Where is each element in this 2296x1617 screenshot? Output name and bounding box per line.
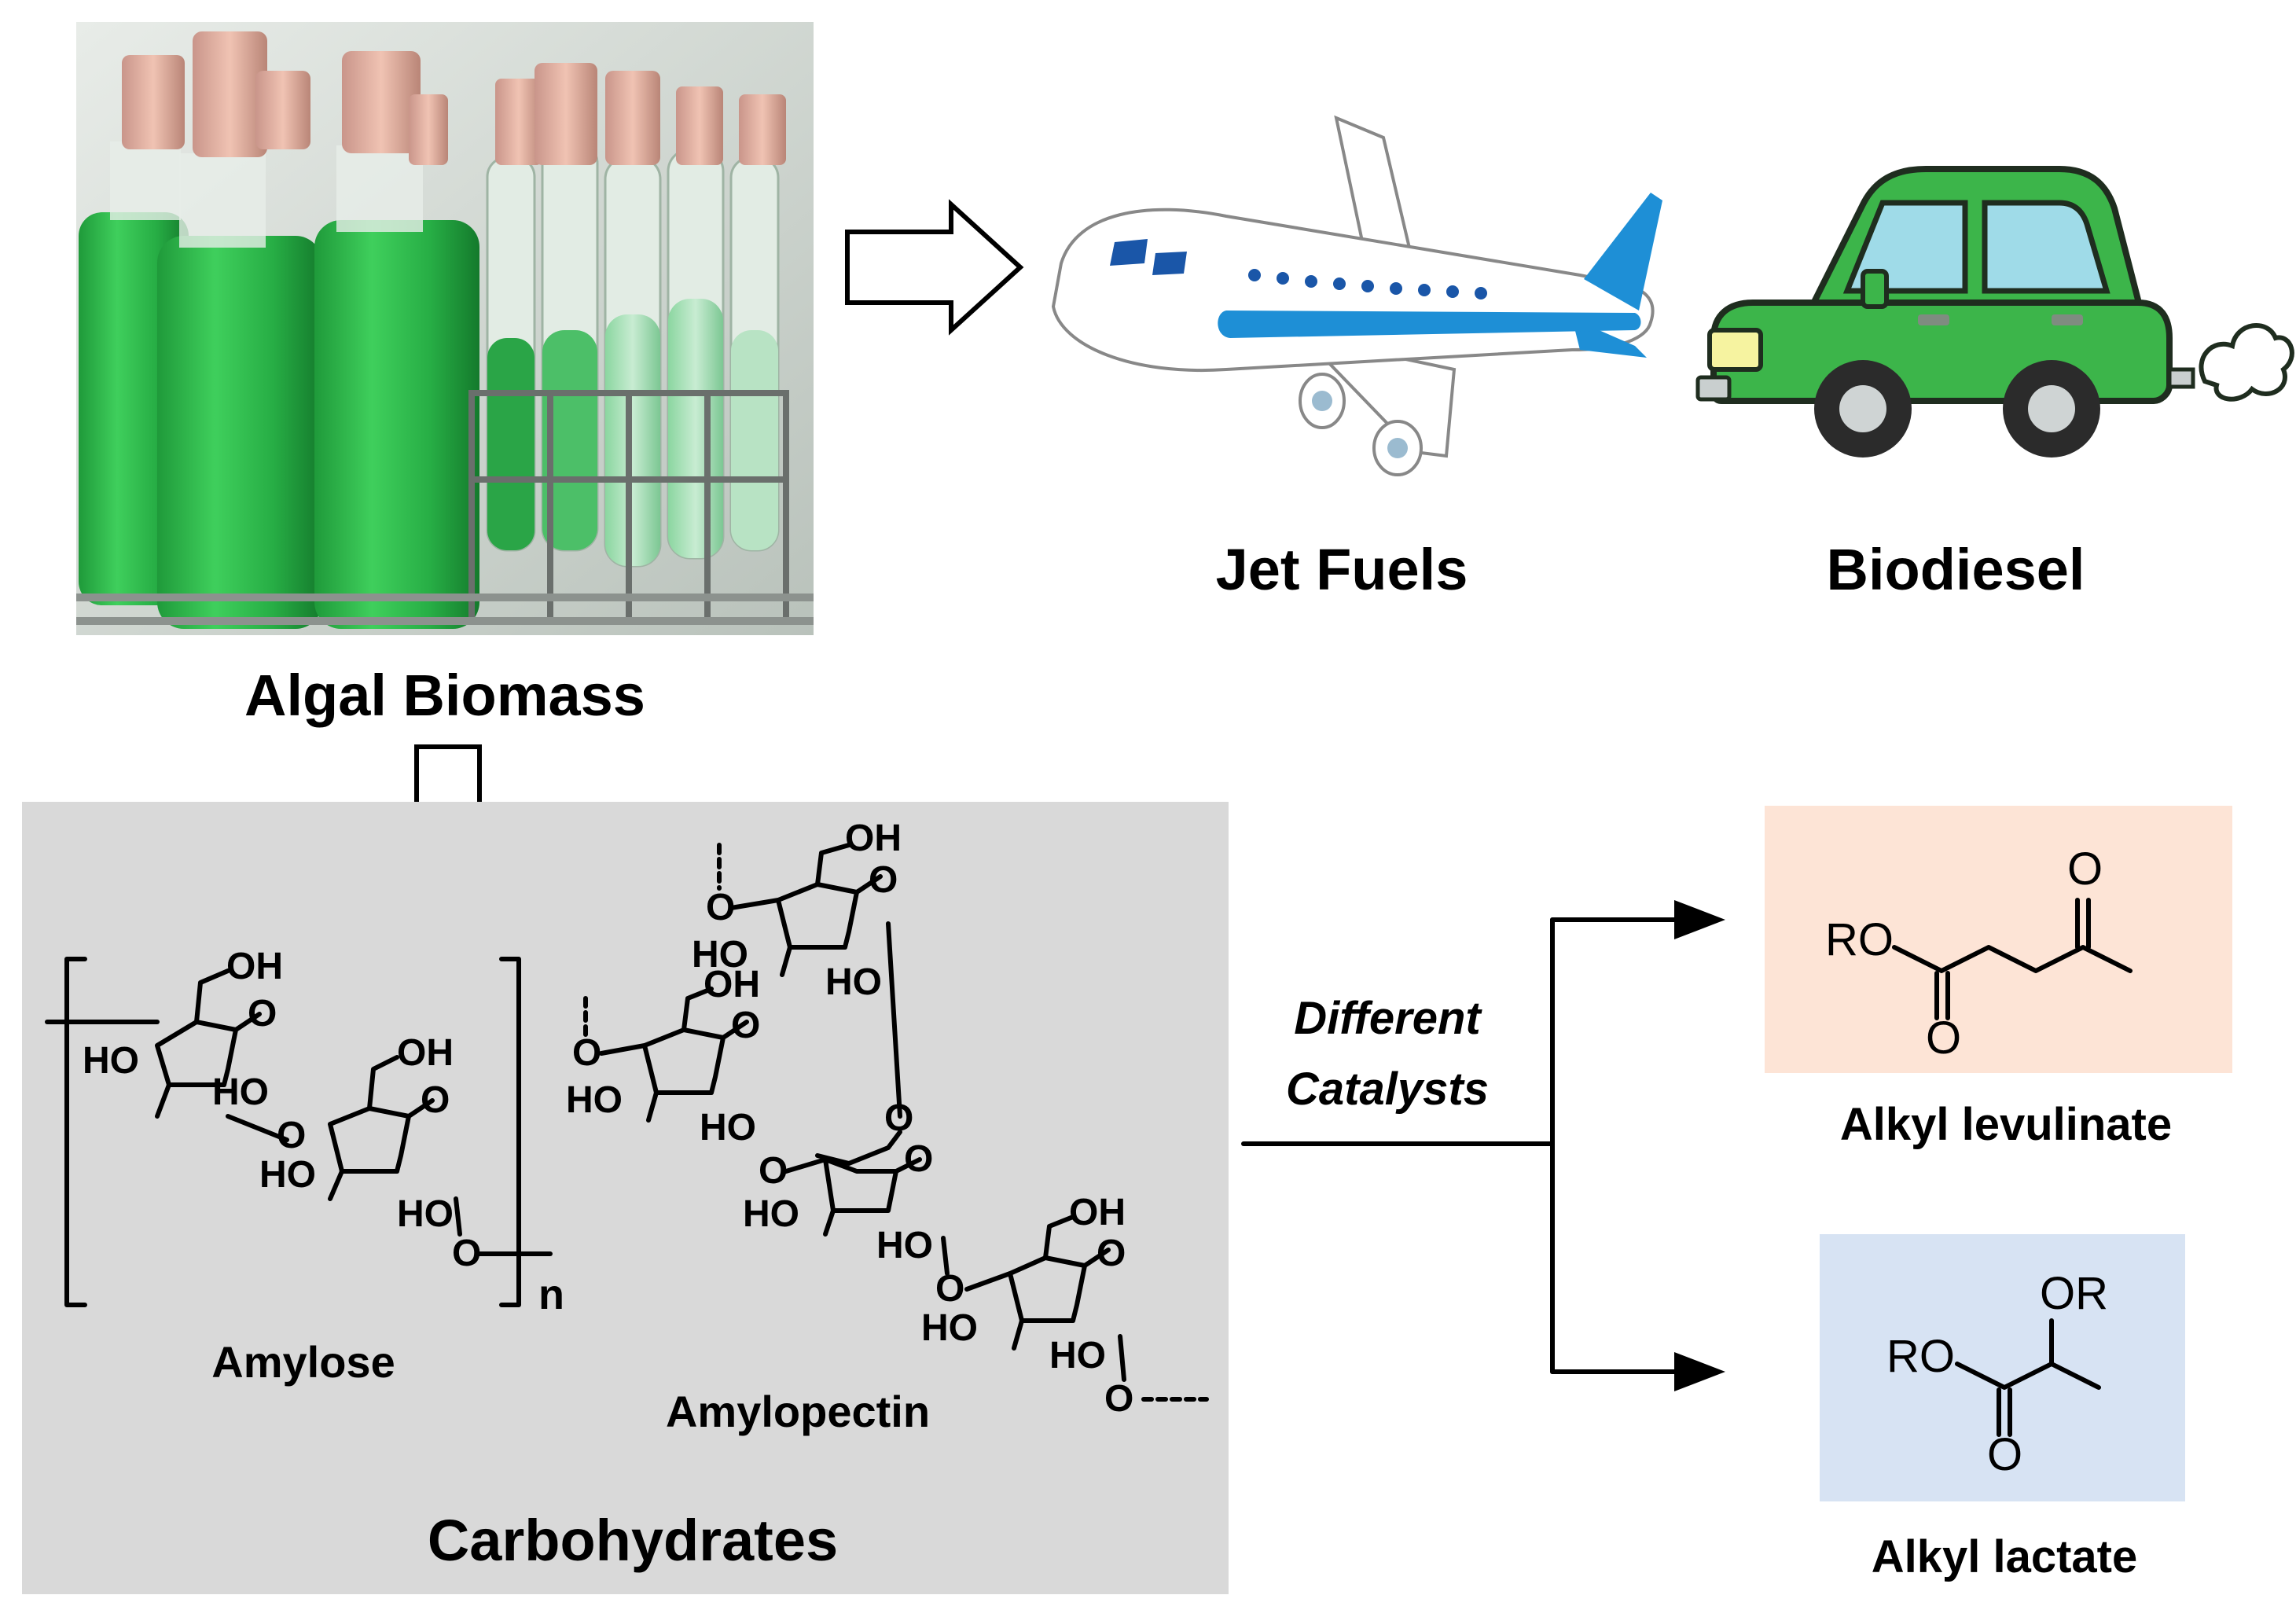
svg-text:O: O (706, 887, 735, 928)
svg-text:O: O (2067, 843, 2103, 895)
amylose-repeat-brackets (64, 957, 521, 1307)
svg-text:OR: OR (2040, 1268, 2108, 1319)
algal-biomass-label: Algal Biomass (244, 663, 645, 728)
svg-text:OH: OH (1069, 1192, 1126, 1233)
catalysts-label-line2: Catalysts (1286, 1064, 1489, 1115)
arrowhead-to-levulinate (1674, 900, 1725, 939)
svg-text:O: O (869, 859, 898, 901)
jet-fuels-label: Jet Fuels (1216, 537, 1468, 602)
svg-text:HO: HO (397, 1193, 454, 1235)
svg-text:OH: OH (397, 1032, 454, 1074)
svg-text:HO: HO (825, 961, 882, 1003)
carbohydrates-panel (22, 802, 1229, 1594)
svg-text:O: O (904, 1138, 933, 1180)
svg-text:HO: HO (876, 1225, 933, 1266)
svg-text:O: O (421, 1079, 450, 1121)
svg-text:O: O (731, 1005, 760, 1046)
levulinate-panel (1765, 806, 2232, 1073)
svg-text:HO: HO (700, 1107, 756, 1148)
car-icon (1695, 166, 2195, 458)
svg-text:OH: OH (226, 946, 283, 987)
catalysts-label-line1: Different (1294, 993, 1482, 1044)
culture-bottles (79, 31, 479, 629)
alkyl-lactate-label: Alkyl lactate (1872, 1531, 2138, 1582)
svg-text:O: O (759, 1150, 788, 1192)
svg-text:O: O (935, 1268, 964, 1310)
alkyl-levulinate-label: Alkyl levulinate (1840, 1099, 2172, 1150)
airplane-icon (1051, 115, 1662, 476)
svg-text:O: O (1926, 1012, 1961, 1064)
culture-tubes (486, 63, 786, 568)
svg-text:O: O (884, 1097, 913, 1139)
algae-culture-photo (76, 22, 814, 635)
svg-text:O: O (248, 993, 277, 1035)
lactate-structure: RO O OR (1886, 1268, 2108, 1480)
svg-text:HO: HO (1049, 1335, 1106, 1376)
amylopectin-glucose-ring-4: O OH O HO HO O (921, 1192, 1209, 1420)
amylopectin-glucose-ring-1: O OH O HO HO (692, 818, 902, 1119)
exhaust-cloud-icon (2199, 323, 2294, 402)
svg-text:OH: OH (845, 818, 902, 859)
svg-text:HO: HO (83, 1040, 139, 1082)
svg-text:O: O (277, 1115, 306, 1156)
amylose-label: Amylose (211, 1337, 395, 1387)
levulinate-structure: RO O O (1825, 843, 2133, 1064)
svg-text:O: O (1104, 1378, 1133, 1420)
svg-text:OH: OH (703, 964, 760, 1005)
svg-text:HO: HO (921, 1307, 978, 1349)
svg-text:RO: RO (1886, 1331, 1955, 1382)
amylopectin-glucose-ring-3: O O O HO HO (743, 1097, 950, 1276)
svg-text:O: O (452, 1233, 481, 1274)
hollow-arrow-right (845, 199, 1024, 336)
amylopectin-label: Amylopectin (666, 1387, 930, 1436)
carbohydrates-label: Carbohydrates (428, 1508, 838, 1573)
svg-text:HO: HO (692, 934, 748, 976)
svg-text:HO: HO (212, 1071, 269, 1113)
arrowhead-to-lactate (1674, 1352, 1725, 1391)
amylose-glucose-ring-1: OH O HO HO (45, 946, 283, 1119)
amylose-glucose-ring-2: O OH O HO HO O (226, 1032, 553, 1274)
catalyst-branch-arrows (1241, 917, 1681, 1374)
svg-text:O: O (1097, 1233, 1126, 1274)
svg-text:HO: HO (566, 1079, 623, 1121)
svg-text:HO: HO (259, 1154, 316, 1196)
svg-text:HO: HO (743, 1193, 799, 1235)
svg-text:O: O (1987, 1429, 2022, 1480)
svg-text:O: O (572, 1032, 601, 1074)
svg-text:RO: RO (1825, 914, 1894, 965)
repeat-subscript: n (538, 1271, 564, 1318)
lactate-panel (1820, 1234, 2185, 1501)
biodiesel-label: Biodiesel (1827, 537, 2085, 602)
amylopectin-glucose-ring-2: O OH O HO HO (566, 964, 760, 1148)
shelf-wire (76, 594, 814, 625)
